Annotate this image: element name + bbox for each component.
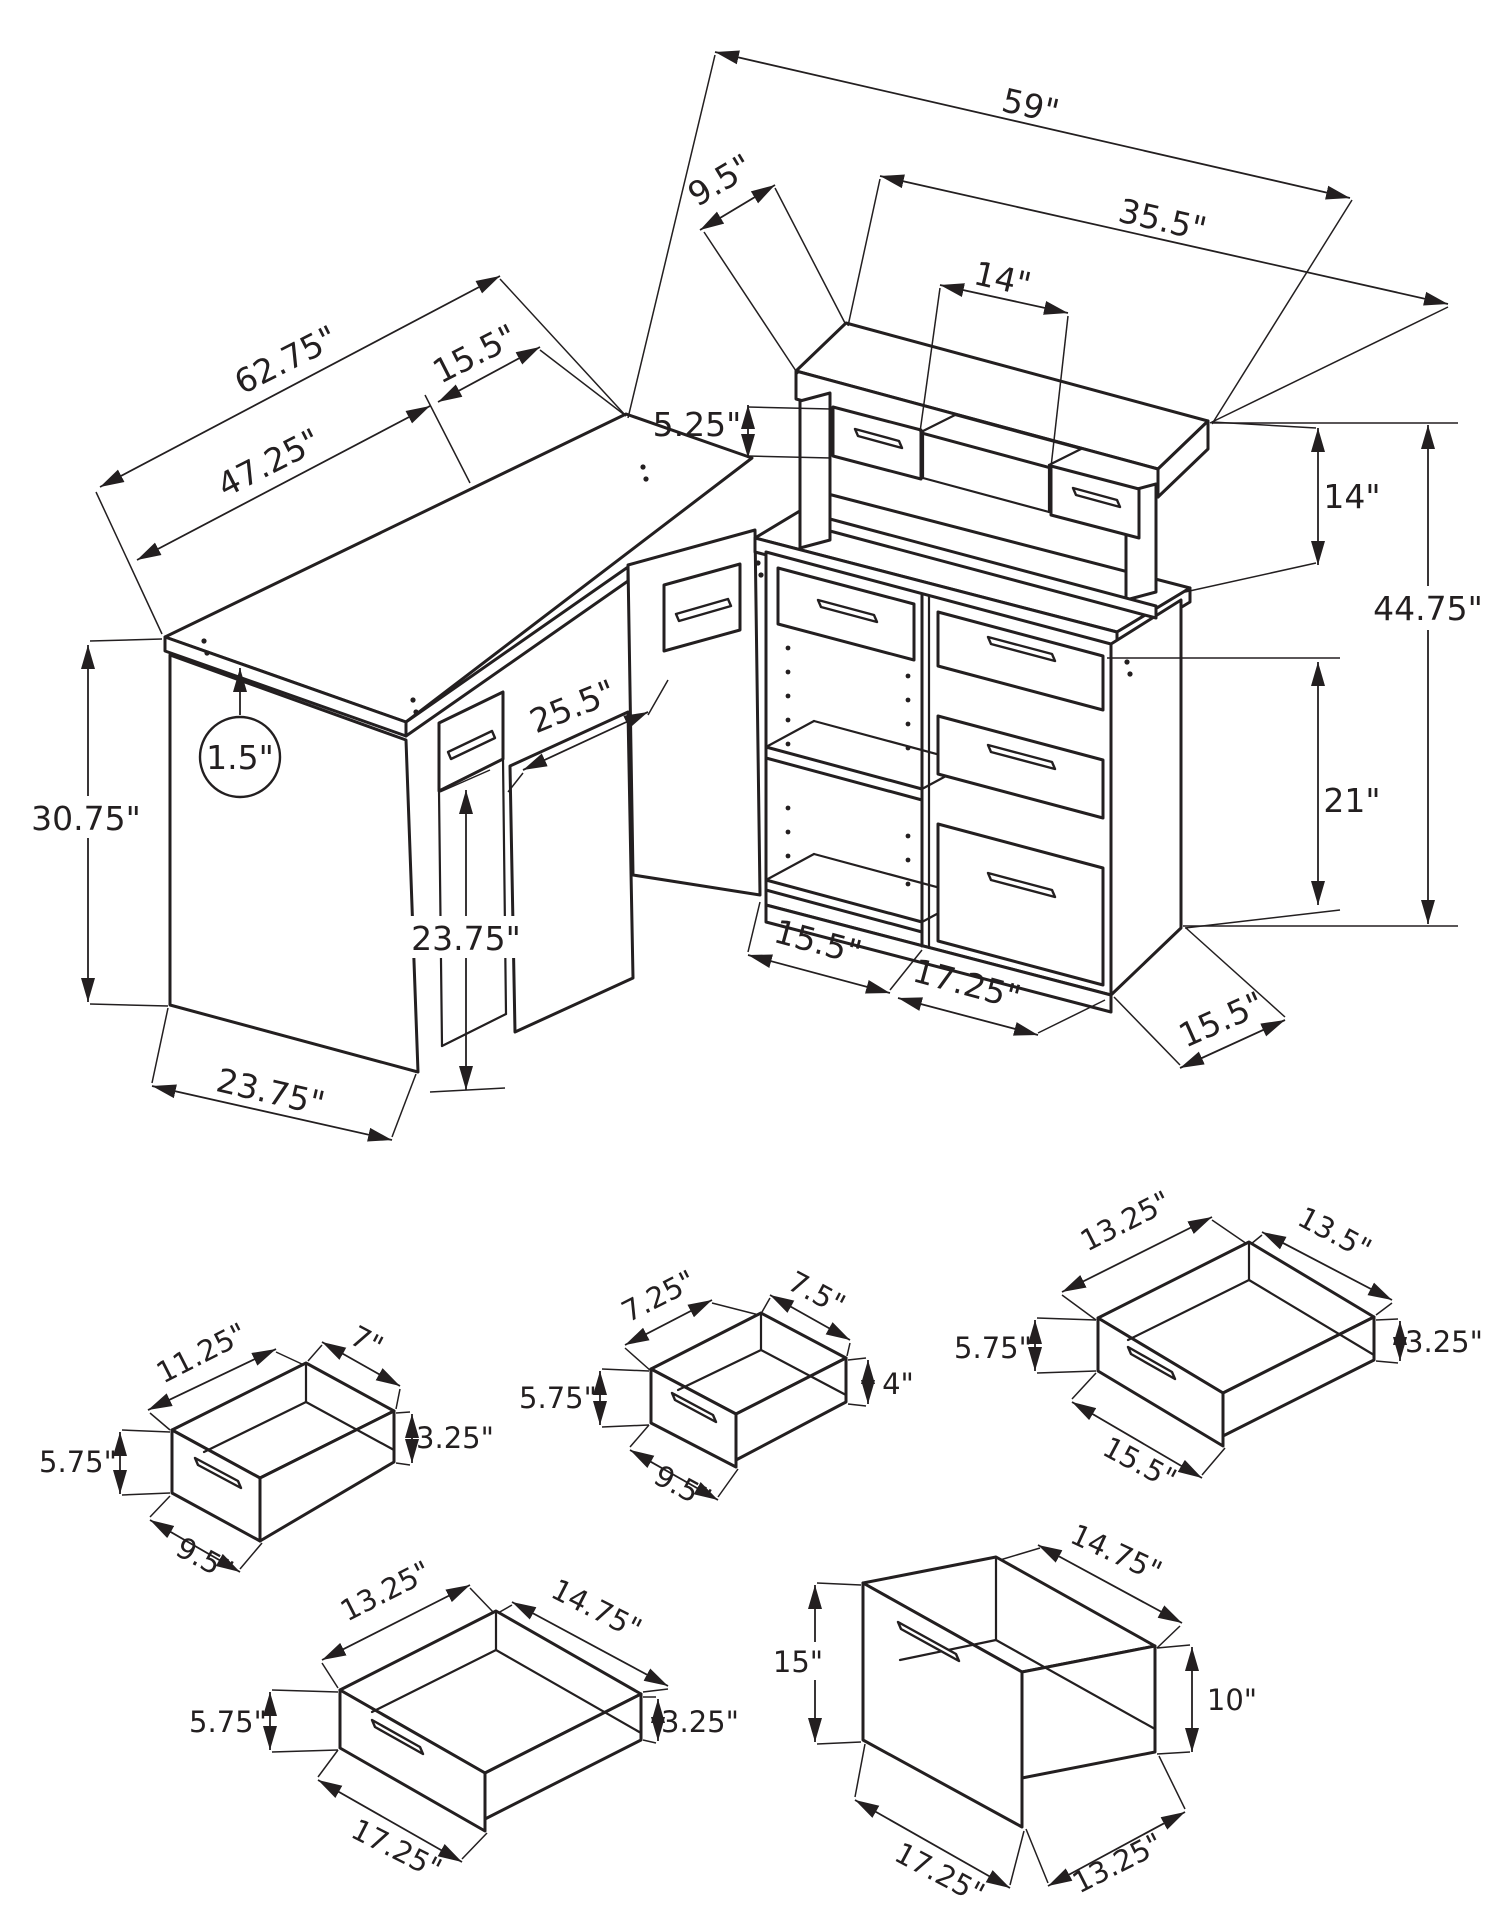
dim-label-cabinet-opening-height: 21"	[1323, 781, 1380, 820]
dim-label: 14.75"	[546, 1572, 647, 1646]
drawer-detail-b: 7.25" 7.5" 5.75" 4" 9.5"	[519, 1263, 914, 1516]
dimension-drawer-a-front-height: 5.75"	[39, 1429, 171, 1496]
dim-label: 17.25"	[889, 1836, 990, 1911]
dim-label-hutch-drawer-height: 5.25"	[653, 405, 742, 444]
cabinet-file-drawer	[936, 822, 1105, 987]
dim-label: 7"	[345, 1319, 389, 1364]
drawer-handle	[1126, 1345, 1177, 1381]
hutch-open-cubby	[921, 413, 1083, 514]
dim-label: 3.25"	[1405, 1325, 1483, 1359]
drawer-detail-d: 13.25" 14.75" 5.75" 3.25" 17.25"	[189, 1554, 739, 1886]
right-cabinet	[755, 550, 1183, 1014]
dimension-desktop-thickness: 1.5"	[198, 668, 282, 799]
dim-label: 13.25"	[335, 1554, 436, 1628]
hutch	[794, 321, 1210, 620]
dim-label: 7.5"	[782, 1264, 850, 1322]
hutch-right-drawer	[1049, 464, 1141, 540]
dimension-hutch-height: 14"	[1184, 421, 1381, 593]
dim-label-overall-height: 44.75"	[1373, 589, 1483, 628]
dimension-drawer-a-side-height: 3.25"	[395, 1411, 494, 1466]
dimension-drawer-b-front-height: 5.75"	[519, 1368, 650, 1428]
dim-label: 13.25"	[1067, 1826, 1168, 1900]
drawer-handle	[986, 743, 1057, 771]
dim-label: 14.75"	[1065, 1517, 1167, 1589]
dim-label-overall-width: 59"	[998, 80, 1062, 131]
dimension-drawer-e-bottom-depth: 13.25"	[1025, 1755, 1186, 1900]
drawer-handle	[816, 598, 879, 624]
dimension-drawer-d-side-height: 3.25"	[642, 1696, 739, 1744]
cabinet-side-panel	[1109, 598, 1183, 997]
drawer-handle	[896, 1620, 961, 1663]
hutch-left-post	[798, 391, 832, 550]
dimension-hutch-side-depth: 9.5"	[681, 146, 847, 375]
dimension-cabinet-opening-height: 21"	[1107, 657, 1381, 929]
drawer-handle	[446, 729, 497, 761]
dim-label: 17.25"	[346, 1812, 447, 1886]
dimension-drawer-e-front-height: 15"	[770, 1582, 862, 1745]
dimension-drawer-c-front-height: 5.75"	[954, 1317, 1097, 1374]
dimension-overall-height: 44.75"	[1183, 422, 1498, 927]
dim-label: 10"	[1207, 1683, 1257, 1717]
cabinet-drawer-2	[936, 714, 1105, 820]
cabinet-drawer-1	[936, 610, 1105, 712]
dim-label: 5.75"	[954, 1331, 1032, 1365]
dim-label-hutch-opening-width: 14"	[970, 253, 1034, 304]
drawer-side	[1020, 1644, 1157, 1780]
dim-label: 4"	[882, 1367, 914, 1401]
dim-label: 5.75"	[189, 1705, 267, 1739]
dim-label: 15"	[773, 1645, 823, 1679]
hutch-left-drawer	[831, 405, 923, 481]
dimension-desktop-height: 30.75"	[18, 638, 169, 1007]
drawer-handle	[986, 635, 1057, 663]
desk-isometric-view: 59" 9.5" 35.5" 14" 62.75"	[18, 50, 1498, 1142]
dim-label: 13.25"	[1075, 1184, 1176, 1258]
dim-label-desktop-height: 30.75"	[31, 799, 141, 838]
dim-label-hutch-height: 14"	[1323, 477, 1380, 516]
drawer-detail-c: 13.25" 13.5" 5.75" 3.25" 15.5"	[954, 1184, 1483, 1496]
dim-label: 9.5"	[170, 1530, 238, 1588]
modesty-panel	[508, 710, 635, 1034]
dim-label-cabinet-side-depth: 15.5"	[1173, 984, 1270, 1056]
drawer-handle	[370, 1718, 425, 1756]
dim-label: 5.75"	[39, 1445, 117, 1479]
drawer-handle	[986, 871, 1057, 899]
dim-label: 9.5"	[648, 1458, 716, 1516]
dim-label-leg-clearance-height: 23.75"	[411, 919, 521, 958]
shelf-pin-holes	[785, 645, 911, 887]
dimension-leg-clearance-height: 23.75"	[398, 769, 536, 1093]
cabinet-kick-band	[764, 903, 1113, 1014]
drawer-handle	[193, 1456, 243, 1490]
shelf	[764, 878, 924, 934]
dimension-corner-return-width: 15.5"	[426, 316, 627, 417]
dimension-drawer-c-side-height: 3.25"	[1375, 1318, 1483, 1364]
hutch-bottom-shelf	[828, 517, 1158, 620]
dim-label: 7.25"	[616, 1263, 701, 1329]
dim-label: 3.25"	[661, 1705, 739, 1739]
drawer-detail-a: 11.25" 7" 5.75" 3.25" 9.5"	[39, 1316, 494, 1588]
dimension-drawer-d-front-height: 5.75"	[189, 1689, 339, 1753]
dim-label-left-desk-length: 47.25"	[211, 420, 326, 505]
dimension-drawer-e-side-height: 10"	[1156, 1644, 1257, 1755]
dimension-hutch-drawer-height: 5.25"	[653, 405, 832, 459]
dimension-drawer-b-side-height: 4"	[847, 1357, 914, 1407]
dim-label: 3.25"	[416, 1421, 494, 1455]
dim-label: 13.5"	[1292, 1200, 1377, 1267]
drawer-handle	[670, 1391, 718, 1424]
hutch-top-end-band	[1156, 419, 1210, 499]
dim-label-desktop-thickness: 1.5"	[206, 738, 274, 777]
drawer-handle	[674, 597, 733, 623]
dim-label-side-panel-depth: 23.75"	[213, 1060, 329, 1123]
drawer-handle	[853, 427, 904, 450]
drawer-handle	[1071, 486, 1122, 509]
dim-label-corner-return-width: 15.5"	[426, 316, 523, 391]
shelf	[764, 745, 924, 802]
dim-label: 5.75"	[519, 1381, 597, 1415]
dim-label: 11.25"	[151, 1316, 252, 1390]
dim-label: 15.5"	[1097, 1430, 1182, 1497]
drawer-detail-e: 15" 14.75" 10" 17.25" 13.25"	[770, 1517, 1257, 1911]
dim-label-hutch-side-depth: 9.5"	[681, 146, 759, 214]
